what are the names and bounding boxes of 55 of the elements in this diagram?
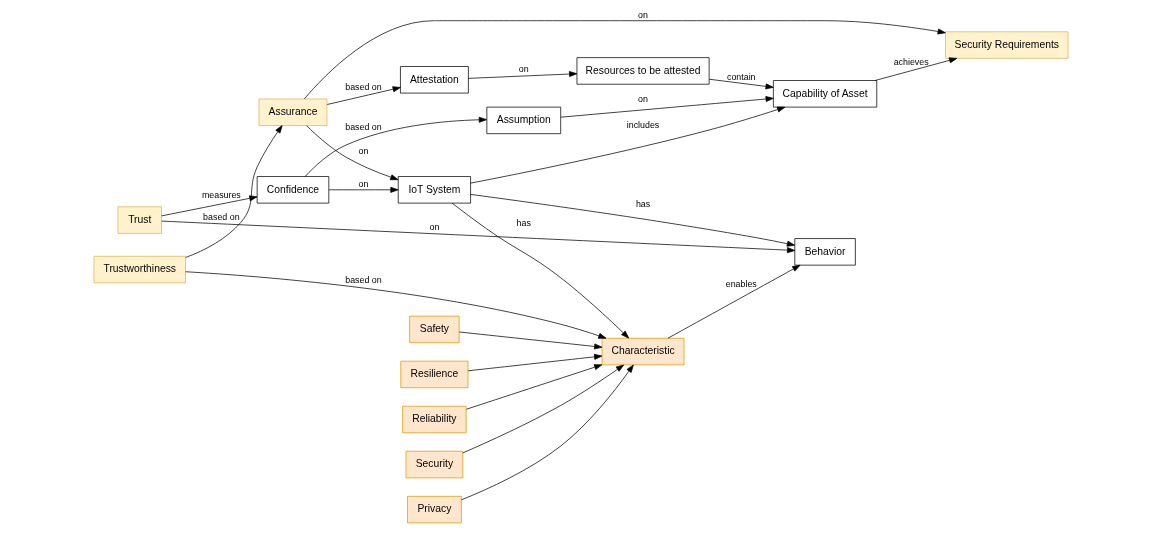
node-box: Safety [408,315,459,344]
node-box: Characteristic [601,337,684,366]
node-box: Confidence [256,176,329,204]
edge-label: on [358,146,368,157]
node-box: Reliability [401,405,467,434]
node-box: Capability of Asset [772,80,877,108]
node-box: Resources to be attested [576,57,709,85]
arrow [467,71,577,79]
arrow [560,96,774,118]
edge-label: contain [726,71,756,82]
arrow [184,271,606,339]
arrow [326,86,401,105]
node-box: Assurance [258,98,327,126]
edge-label: enables [725,279,757,290]
arrow [451,202,629,339]
edge-label: on [358,179,368,190]
node-box: Trust [117,206,162,234]
edge-label: measures [201,190,241,201]
arrow [160,195,257,217]
node-box: Security Requirements [944,31,1068,59]
edge-label: based on [344,275,382,286]
arrow [304,116,487,177]
node-box: Behavior [793,238,856,266]
arrow [460,364,634,501]
edge-label: has [635,199,650,210]
node-box: Resilience [399,360,468,389]
arrow [303,20,946,100]
edge-label: achieves [893,56,929,67]
edge-label: based on [202,211,240,222]
arrow [458,331,602,350]
node-box: Assumption [485,106,561,135]
arrow [467,353,602,372]
node-box: Security [405,450,463,479]
node-box: IoT System [397,176,471,204]
arrow [708,78,774,90]
edge-label: has [516,218,531,229]
arrow [465,364,602,410]
arrow [184,125,283,258]
edge-label: on [637,10,648,21]
arrow [874,57,957,81]
edge-label: on [518,64,529,75]
arrow [667,264,800,339]
arrow [160,220,795,254]
node-box: Attestation [399,66,469,94]
node-box: Privacy [406,495,462,524]
edge-label: includes [626,119,659,130]
arrow [469,194,795,247]
edge-label: based on [344,81,382,92]
arrow [328,186,398,193]
arrow [305,125,398,181]
edge-label: on [637,94,648,105]
node-box: Trustworthiness [93,255,186,284]
edge-label: based on [344,122,382,133]
arrow [462,364,624,454]
edge-label: on [428,222,439,233]
